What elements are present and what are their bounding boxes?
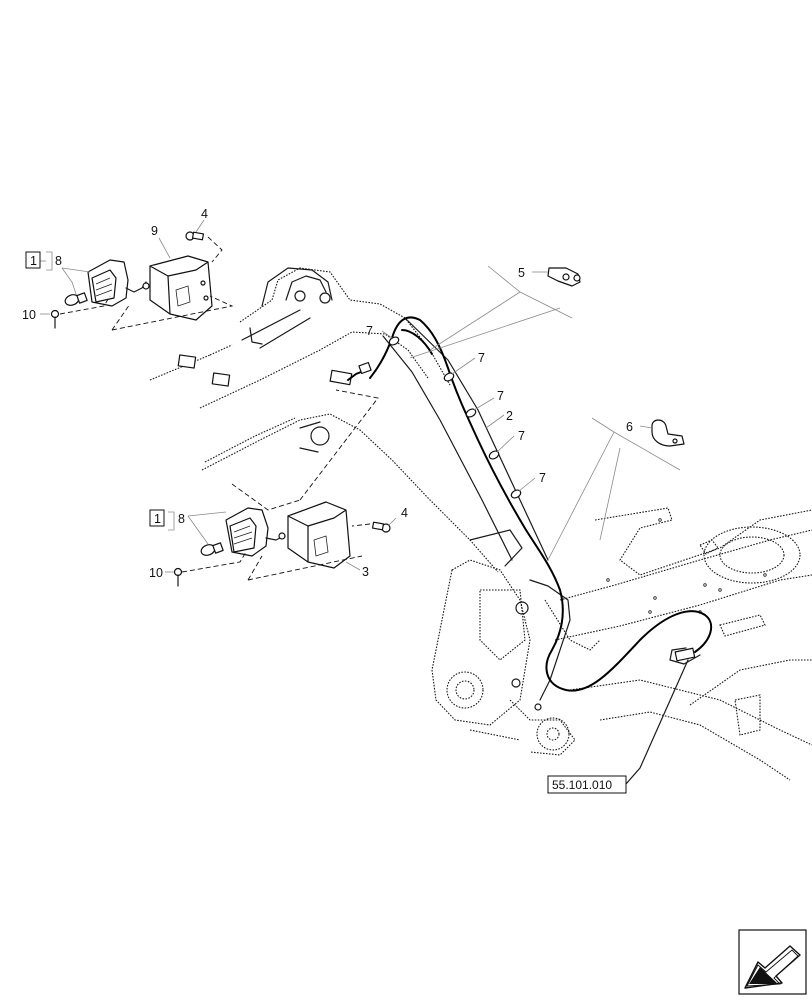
callout-7c: 7 [497, 389, 504, 403]
boom-foot [431, 559, 601, 756]
hose-clip [388, 336, 400, 346]
callout-8-upper: 8 [55, 254, 62, 268]
callout-box-1-lower [149, 509, 165, 527]
callout-7e: 7 [539, 471, 546, 485]
section-reference[interactable]: 55.101.010 [547, 775, 627, 794]
callout-6: 6 [626, 420, 633, 434]
callout-7d: 7 [518, 429, 525, 443]
callout-9: 9 [151, 224, 158, 238]
section-reference-label: 55.101.010 [552, 778, 612, 792]
upper-work-light-assembly [50, 231, 234, 331]
callout-2: 2 [506, 409, 513, 423]
leader-lines [40, 219, 689, 785]
callout-4-lower: 4 [401, 506, 408, 520]
callout-5: 5 [518, 266, 525, 280]
hose-clip [488, 450, 500, 460]
clamp-part-6 [651, 419, 685, 447]
callout-3: 3 [362, 565, 369, 579]
callout-1-upper: 1 [30, 254, 37, 268]
next-page-arrow-icon[interactable] [738, 929, 807, 995]
bracket-part-5 [547, 267, 581, 287]
callout-8-lower: 8 [178, 512, 185, 526]
callout-10-lower: 10 [149, 566, 163, 580]
callout-7a: 7 [366, 324, 373, 338]
hose-clip [510, 489, 522, 499]
callout-1-lower: 1 [154, 512, 161, 526]
chassis-frame [554, 507, 812, 781]
boom [149, 267, 549, 573]
callout-10-upper: 10 [22, 308, 36, 322]
hose-clip [465, 408, 477, 418]
callouts: 1 8 9 4 10 5 6 7 7 7 2 7 7 1 8 4 3 10 [22, 207, 633, 580]
hose-clip [443, 372, 455, 382]
hose-clips [388, 336, 522, 499]
callout-4-upper: 4 [201, 207, 208, 221]
harness-hose [347, 316, 713, 692]
lower-work-light-assembly [173, 389, 391, 587]
callout-7b: 7 [478, 351, 485, 365]
callout-box-1-upper [25, 251, 41, 269]
